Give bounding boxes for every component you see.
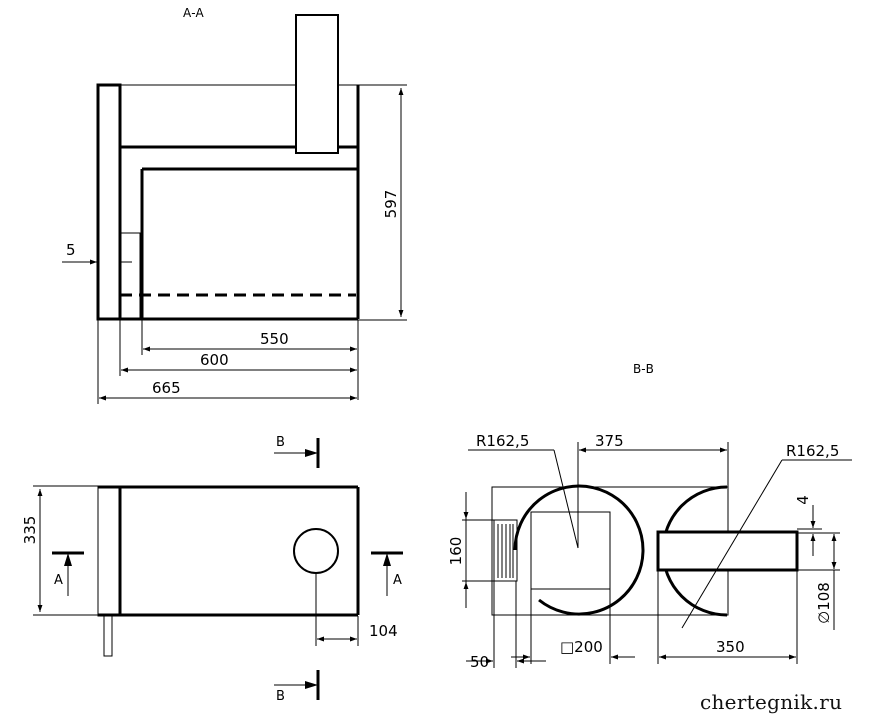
svg-text:В: В: [276, 689, 285, 704]
section-aa-title: А-А: [183, 6, 205, 20]
plan-view: 335 104 А А В: [21, 435, 403, 704]
dim-350: 350: [657, 570, 798, 664]
svg-text:R162,5: R162,5: [786, 442, 839, 460]
dim-104: 104: [315, 573, 398, 646]
svg-text:А: А: [393, 573, 402, 588]
dim-108: ∅108: [797, 534, 840, 630]
cut-marker-b-top: В: [274, 435, 320, 468]
svg-text:375: 375: [595, 432, 624, 450]
svg-text:50: 50: [470, 653, 489, 671]
svg-text:В: В: [276, 435, 285, 450]
svg-text:□200: □200: [560, 638, 603, 656]
cut-marker-a-right: А: [371, 551, 403, 596]
stove-body-side: [96, 83, 360, 321]
dim-5: 5: [62, 241, 132, 265]
svg-text:160: 160: [447, 537, 465, 566]
svg-text:600: 600: [200, 351, 229, 369]
dim-4: 4: [794, 495, 840, 556]
ash-slot: [493, 519, 518, 582]
svg-text:5: 5: [66, 241, 76, 259]
dim-550: 550: [141, 320, 359, 400]
svg-text:550: 550: [260, 330, 289, 348]
svg-text:∅108: ∅108: [815, 582, 833, 624]
cut-marker-b-bottom: В: [274, 670, 320, 704]
section-bb-title: В-В: [633, 362, 654, 376]
watermark-text: chertegnik.ru: [700, 690, 842, 714]
radius-right-label: R162,5: [681, 442, 852, 629]
front-plate: [97, 485, 121, 617]
cut-marker-a-left: А: [52, 551, 84, 596]
dim-160: 160: [447, 492, 494, 608]
section-aa-view: А-А: [62, 6, 407, 404]
svg-text:597: 597: [382, 190, 400, 219]
dim-665: 665: [97, 320, 357, 404]
svg-text:665: 665: [152, 379, 181, 397]
dim-335: 335: [21, 485, 98, 616]
svg-text:350: 350: [716, 638, 745, 656]
radius-left-label: R162,5: [468, 432, 579, 549]
left-circle-arc: [513, 484, 645, 616]
chimney-pipe: [295, 14, 339, 154]
dim-200: □200: [511, 589, 635, 664]
svg-text:4: 4: [794, 495, 812, 505]
svg-text:335: 335: [21, 516, 39, 545]
svg-text:104: 104: [369, 622, 398, 640]
section-bb-view: В-В R162,5 375: [447, 362, 852, 671]
firebox-square: [530, 511, 611, 590]
svg-text:А: А: [54, 573, 63, 588]
svg-text:R162,5: R162,5: [476, 432, 529, 450]
chimney-hole: [293, 528, 339, 574]
dim-597: 597: [358, 84, 407, 321]
leg: [103, 615, 113, 657]
dim-375: 375: [577, 432, 729, 520]
dim-600: 600: [119, 320, 357, 376]
dim-50: 50: [466, 581, 546, 671]
